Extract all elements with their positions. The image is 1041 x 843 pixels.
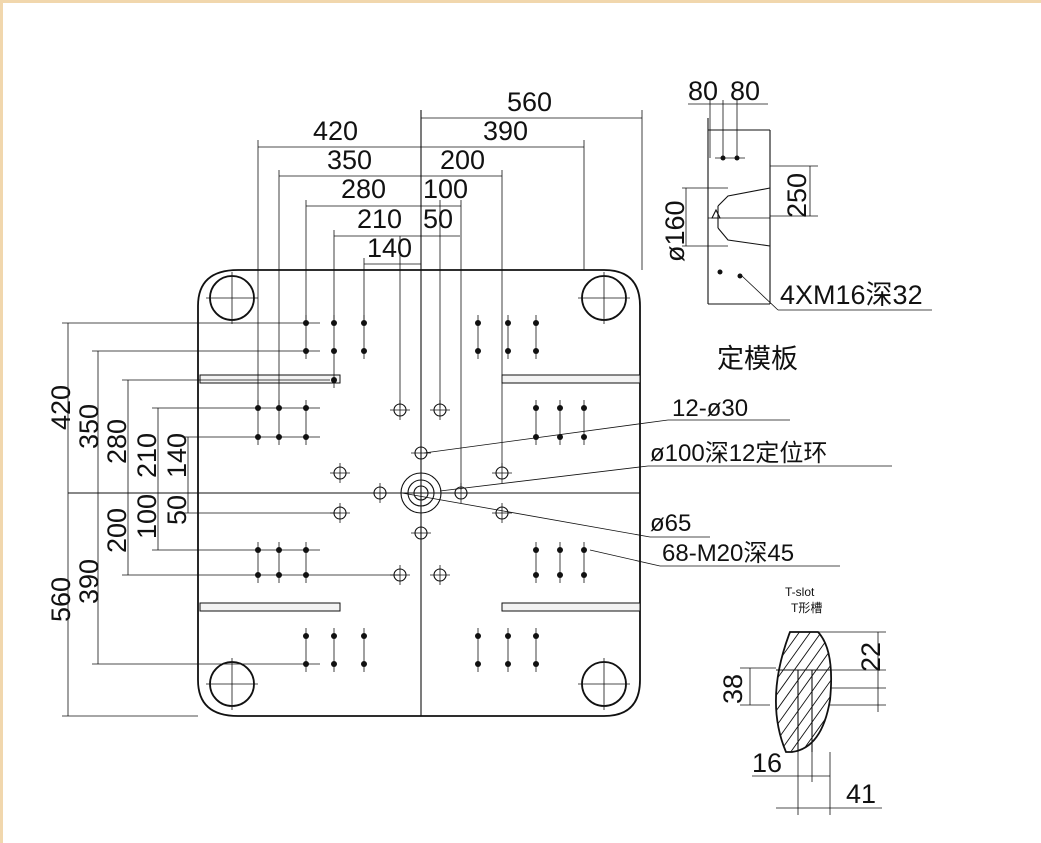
side-holes-note: 4XM16深32 [780, 280, 923, 310]
tslot-dim-22: 22 [856, 642, 886, 672]
ejector-hole [330, 463, 350, 483]
dim-390-top: 390 [483, 116, 528, 146]
dim-420-left: 420 [46, 385, 76, 430]
dim-100-left: 100 [132, 494, 162, 539]
dim-50-left: 50 [162, 495, 192, 525]
t-slot-detail: T-slot T形槽 22 38 16 41 [718, 585, 886, 815]
dim-210-top: 210 [357, 204, 402, 234]
side-view: 80 80 250 ø160 4XM16深32 定模板 [660, 76, 932, 374]
side-dim-80-a: 80 [688, 76, 718, 106]
dim-350-left: 350 [74, 404, 104, 449]
tie-bar-holes [206, 272, 630, 710]
dim-140-left: 140 [162, 433, 192, 478]
platen-outline [68, 110, 641, 717]
tslot-dim-41: 41 [846, 779, 876, 809]
dim-200-left: 200 [102, 508, 132, 553]
side-dim-250: 250 [782, 173, 812, 218]
dim-390-left: 390 [74, 559, 104, 604]
dim-100-top: 100 [423, 174, 468, 204]
top-dimensions: 560 420 390 350 200 280 100 210 50 140 [257, 87, 643, 490]
tslot-dim-38: 38 [718, 674, 748, 704]
ejector-hole [411, 443, 431, 463]
dim-280-left: 280 [102, 419, 132, 464]
callout-ejector-holes: 12-ø30 [672, 395, 748, 422]
dim-280-top: 280 [341, 174, 386, 204]
dim-350-top: 350 [327, 145, 372, 175]
dim-560-left: 560 [46, 577, 76, 622]
plate-t-slots [199, 374, 641, 612]
ejector-hole [430, 565, 450, 585]
dim-560-top: 560 [507, 87, 552, 117]
locating-ring [400, 472, 442, 514]
ejector-hole [370, 483, 390, 503]
callout-ø65: ø65 [650, 510, 691, 537]
callout-threaded-holes: 68-M20深45 [662, 540, 794, 567]
callouts: 12-ø30 ø100深12定位环 ø65 68-M20深45 [401, 395, 892, 567]
dim-50-top: 50 [423, 204, 453, 234]
dim-140-top: 140 [367, 233, 412, 263]
dim-210-left: 210 [132, 433, 162, 478]
side-dim-ø160: ø160 [660, 200, 690, 262]
tslot-title-cn: T形槽 [791, 601, 822, 615]
side-view-caption: 定模板 [717, 344, 798, 374]
dim-420-top: 420 [313, 116, 358, 146]
tslot-title-en: T-slot [785, 585, 815, 599]
side-dim-80-b: 80 [730, 76, 760, 106]
tslot-dim-16: 16 [752, 748, 782, 778]
dim-200-top: 200 [440, 145, 485, 175]
callout-locating-ring: ø100深12定位环 [650, 440, 827, 467]
ejector-hole [492, 503, 512, 523]
left-dimensions: 420 350 280 210 140 200 100 50 390 560 [46, 322, 400, 717]
ejector-hole [411, 523, 431, 543]
